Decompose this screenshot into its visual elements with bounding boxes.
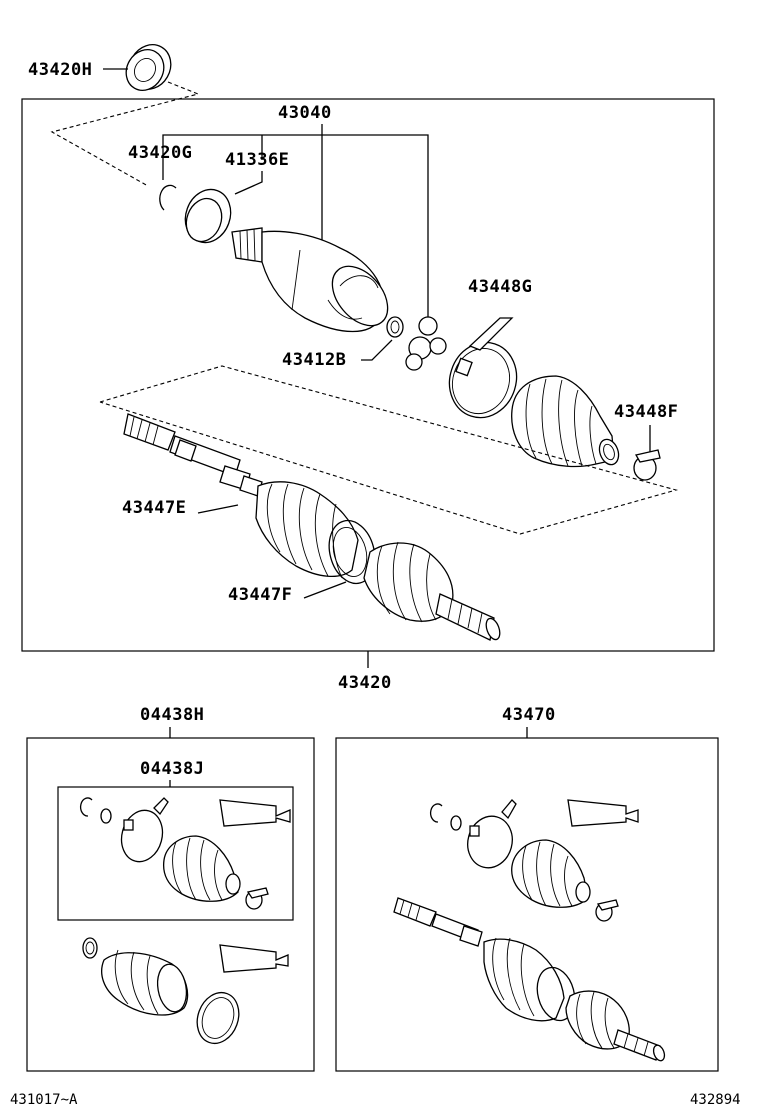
part-43412b-ring xyxy=(386,316,404,338)
label-04438h: 04438H xyxy=(140,705,204,725)
kit-04438j-frame xyxy=(57,786,294,921)
label-41336e: 41336E xyxy=(225,150,289,170)
label-43420: 43420 xyxy=(338,673,392,693)
kit-04438j-contents xyxy=(79,797,291,910)
label-43412b: 43412B xyxy=(282,350,346,370)
kit-43470-contents xyxy=(393,799,666,1062)
part-43040-outer-cv-joint xyxy=(231,227,389,333)
shaft-group-outline xyxy=(99,365,679,535)
label-43040: 43040 xyxy=(278,103,332,123)
part-43447f-boot xyxy=(363,541,501,641)
part-41336e-ring xyxy=(184,188,232,244)
kit-04438h-contents xyxy=(82,937,289,1045)
part-drive-shaft xyxy=(123,413,263,497)
footer-right-code: 432894 xyxy=(690,1092,741,1108)
label-43447e: 43447E xyxy=(122,498,186,518)
label-43448g: 43448G xyxy=(468,277,532,297)
label-04438j: 04438J xyxy=(140,759,204,779)
part-43448g-clamp xyxy=(448,317,518,419)
part-43420g-snap-ring xyxy=(159,184,177,211)
footer-left-code: 431017~A xyxy=(10,1092,78,1108)
part-43447e-boot xyxy=(255,481,376,585)
label-43448f: 43448F xyxy=(614,402,678,422)
kit-43470-frame xyxy=(335,737,719,1072)
part-inner-boot xyxy=(511,375,620,468)
part-43420h-seal xyxy=(125,44,172,91)
label-43447f: 43447F xyxy=(228,585,292,605)
label-43420h: 43420H xyxy=(28,60,92,80)
part-tripod-joint xyxy=(405,316,447,371)
part-43448f-clamp xyxy=(633,449,661,481)
label-43420g: 43420G xyxy=(128,143,192,163)
label-43470: 43470 xyxy=(502,705,556,725)
kit-04438h-frame xyxy=(26,737,315,1072)
